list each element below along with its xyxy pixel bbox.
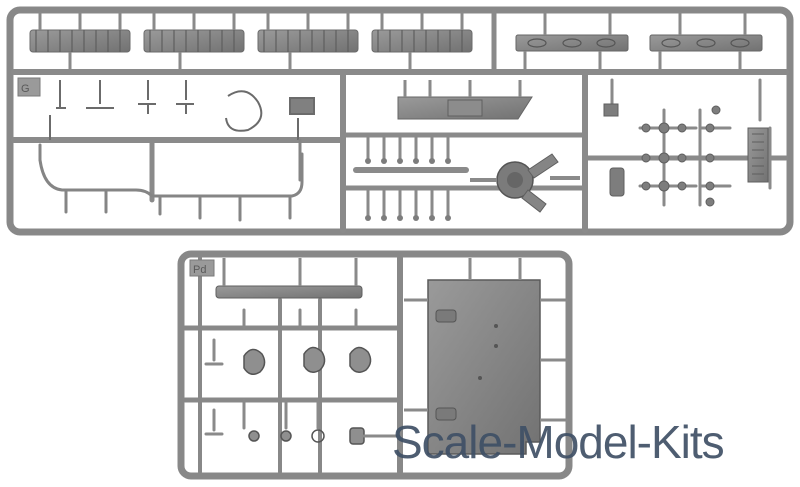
- hull-strip-parts: [515, 12, 763, 72]
- hub-assembly: [470, 153, 580, 213]
- sprue-upper: [6, 6, 794, 236]
- bracket-parts-lower: [243, 346, 372, 445]
- pin-heads-center: [365, 158, 451, 221]
- track-part-details: [35, 30, 463, 52]
- axle-bar-part: [215, 258, 363, 299]
- pin-stubs-lower: [204, 308, 402, 438]
- small-parts-left: [49, 80, 315, 140]
- handrail-part: [38, 138, 304, 222]
- svg-text:Pd: Pd: [193, 264, 206, 276]
- sprue-label-g: G: [17, 77, 41, 97]
- suspension-arms-right: [603, 78, 772, 207]
- pin-rows-center: [353, 133, 469, 220]
- track-part-group: [29, 29, 473, 53]
- sprue-label-pd: Pd: [189, 259, 215, 277]
- hull-plate-part: [404, 258, 568, 455]
- sprue-lower: [177, 250, 573, 480]
- svg-text:G: G: [21, 83, 30, 95]
- gate-stubs-top: [38, 12, 464, 72]
- watermark-text: Scale-Model-Kits: [392, 416, 725, 468]
- hull-panel-center: [397, 80, 533, 120]
